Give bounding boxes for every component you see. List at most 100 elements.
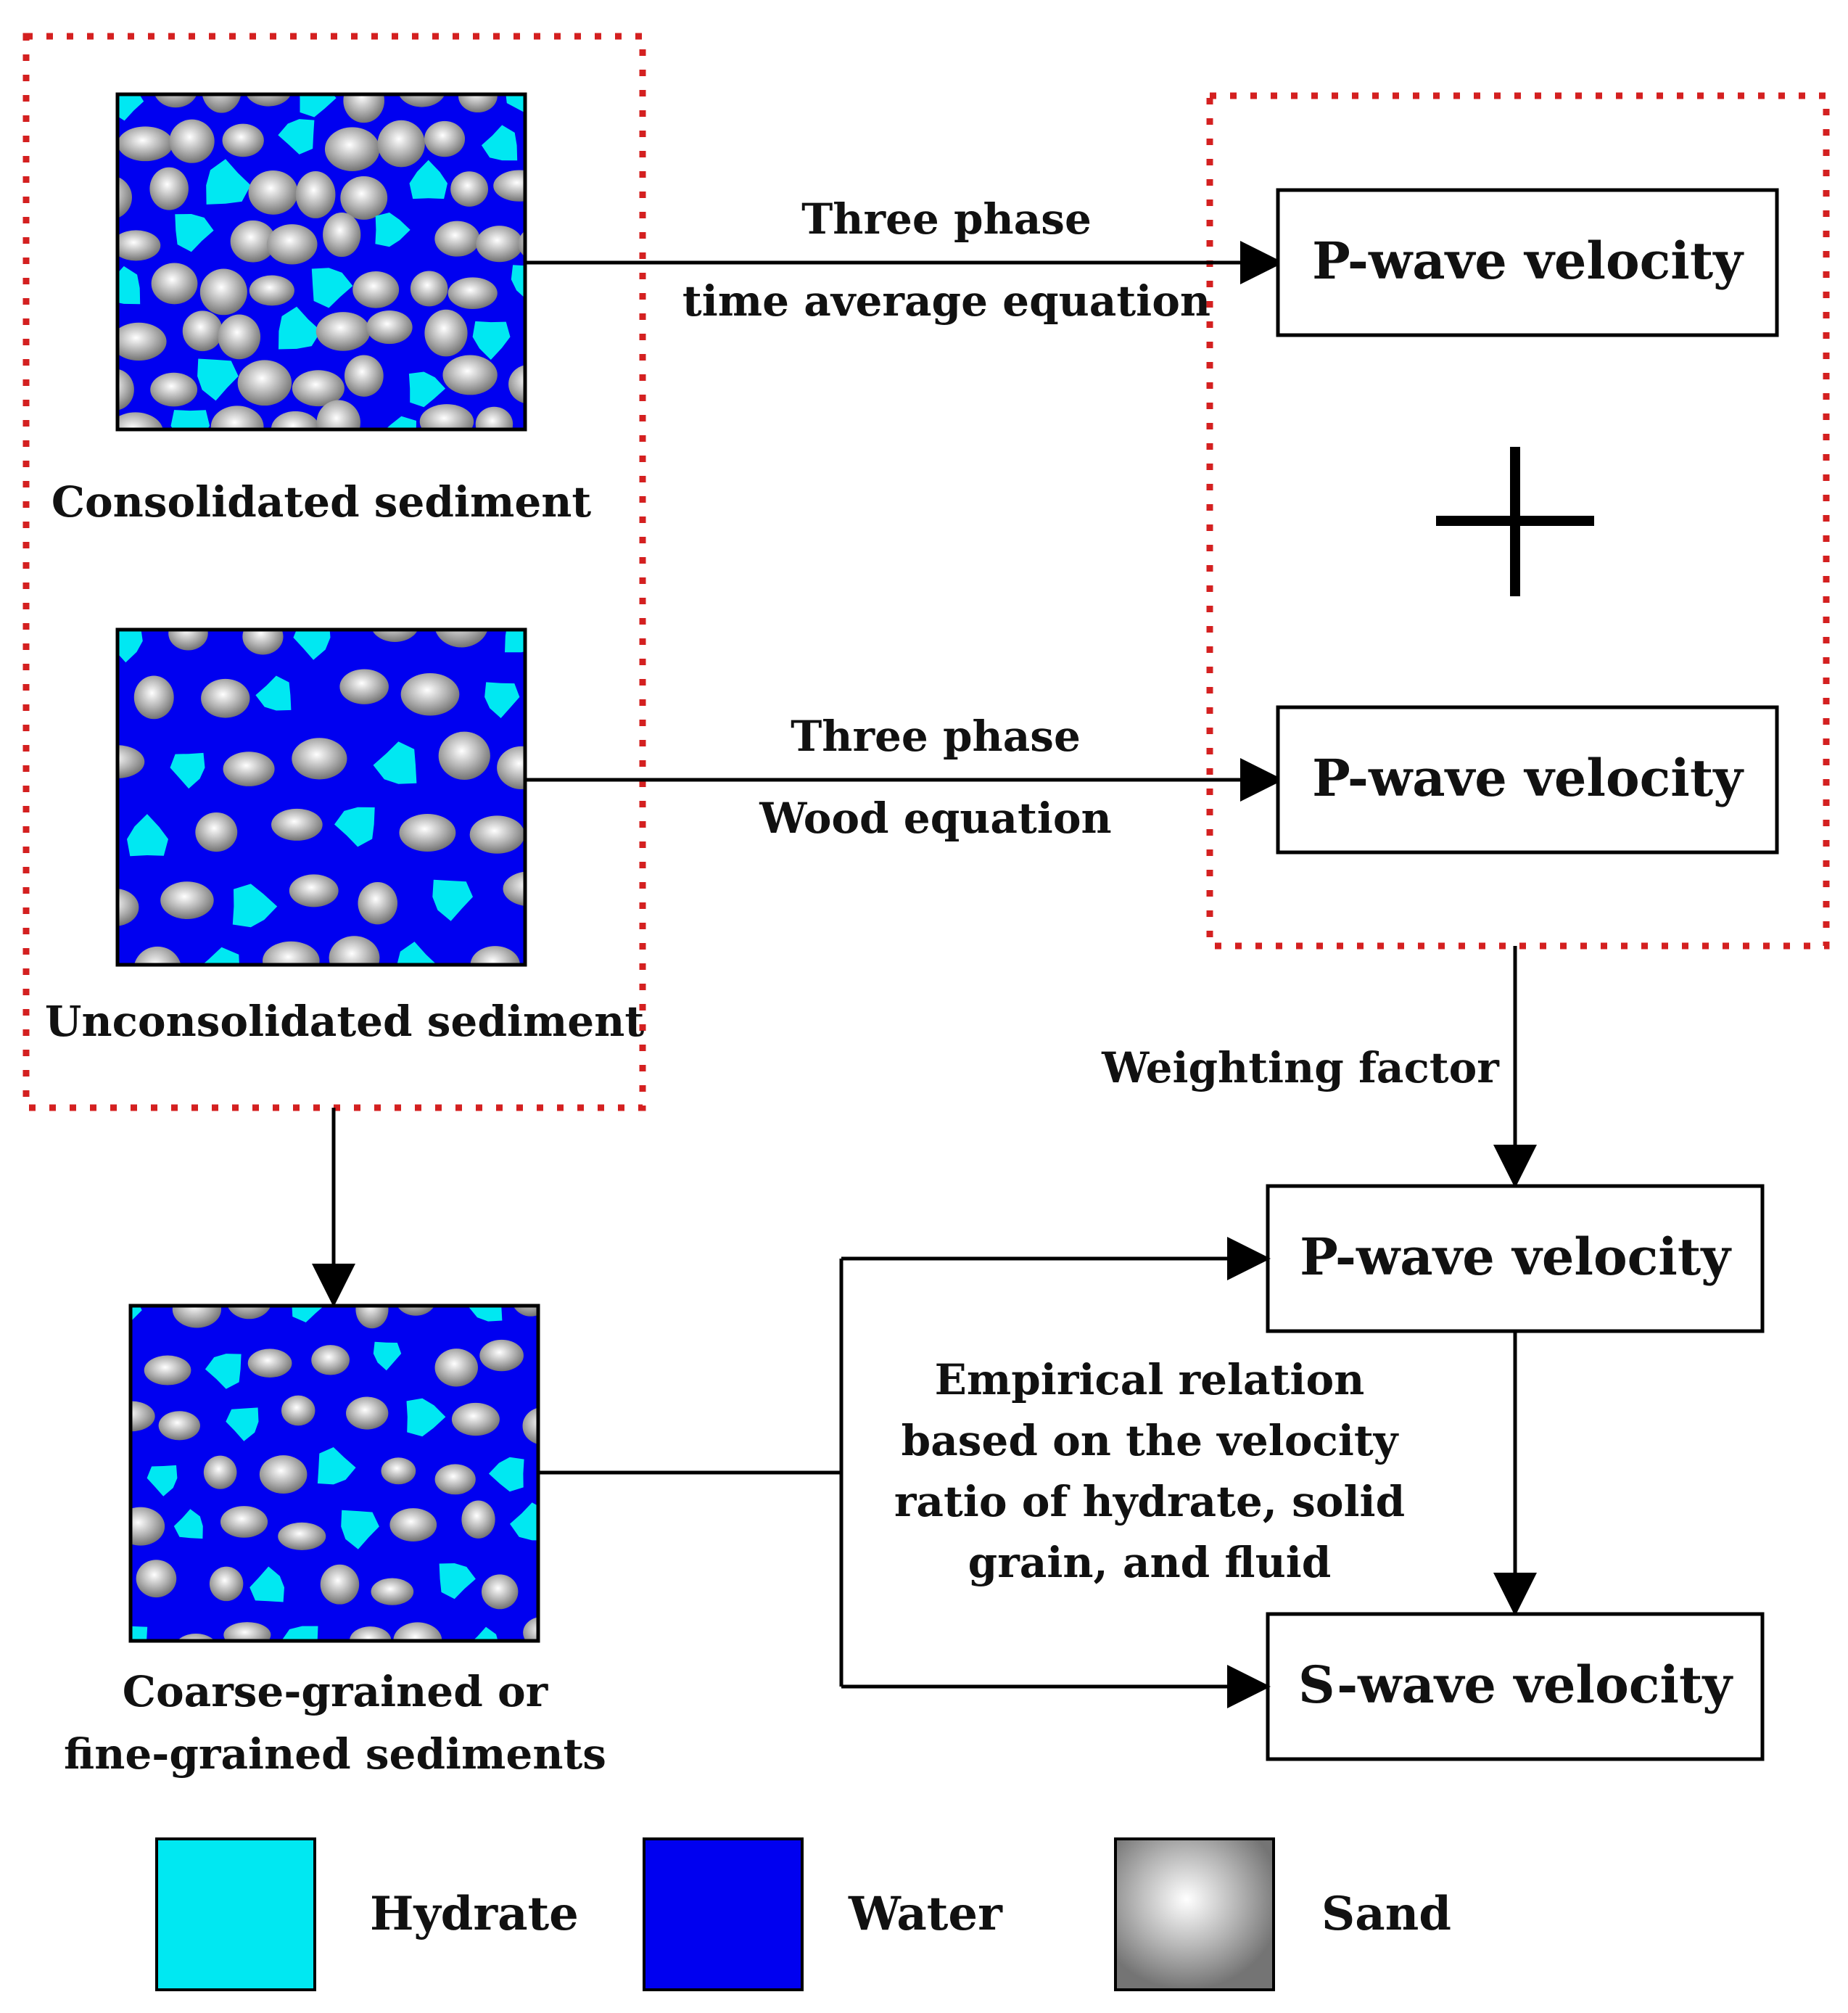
hydrate-grain bbox=[373, 741, 417, 784]
sand-grain bbox=[320, 1564, 360, 1605]
hydrate-grain bbox=[432, 879, 473, 921]
sand-grain bbox=[346, 1396, 389, 1430]
hydrate-grain bbox=[170, 410, 210, 429]
legend-sand-label: Sand bbox=[1321, 1887, 1451, 1941]
sand-grain bbox=[434, 1349, 478, 1387]
unconsolidated-sediment-label: Unconsolidated sediment bbox=[45, 997, 644, 1046]
sand-grain bbox=[493, 170, 525, 202]
sand-grain bbox=[350, 1626, 392, 1641]
plus-operator-icon bbox=[1436, 447, 1594, 596]
hydrate-grain bbox=[472, 1626, 498, 1641]
sand-grain bbox=[469, 815, 525, 854]
sand-grain bbox=[172, 1306, 222, 1328]
sand-grain bbox=[131, 1507, 165, 1546]
sand-grain bbox=[131, 1401, 155, 1432]
sand-grain bbox=[160, 881, 214, 919]
sand-grain bbox=[117, 745, 145, 779]
sand-grain bbox=[398, 94, 445, 107]
sand-grain bbox=[295, 171, 336, 218]
sand-grain bbox=[442, 355, 498, 395]
hydrate-grain bbox=[226, 1407, 259, 1441]
empirical-line-1: Empirical relation bbox=[935, 1355, 1365, 1404]
sand-grain bbox=[202, 94, 242, 113]
sand-grain bbox=[249, 275, 294, 306]
sand-grain bbox=[271, 808, 323, 841]
sand-grain bbox=[343, 94, 385, 123]
sand-grain bbox=[134, 946, 181, 965]
sand-grain bbox=[381, 1457, 416, 1485]
empirical-line-4: grain, and fluid bbox=[968, 1538, 1332, 1587]
hydrate-grain bbox=[202, 947, 239, 965]
hydrate-grain bbox=[375, 213, 411, 247]
sand-grain bbox=[329, 936, 380, 965]
sand-grain bbox=[201, 678, 250, 718]
sand-grain bbox=[117, 412, 163, 429]
hydrate-grain bbox=[439, 1563, 476, 1600]
sand-grain bbox=[535, 120, 582, 157]
hydrate-grain bbox=[279, 306, 321, 350]
hydrate-grain bbox=[147, 1465, 178, 1497]
sand-grain bbox=[223, 1622, 271, 1641]
hydrate-grain bbox=[397, 942, 437, 965]
hydrate-grain bbox=[406, 1398, 446, 1437]
sand-grain bbox=[424, 120, 466, 157]
sand-grain bbox=[292, 370, 345, 407]
sand-grain bbox=[434, 221, 480, 257]
sand-grain bbox=[133, 675, 174, 720]
hydrate-grain bbox=[550, 1351, 579, 1380]
consolidated-sediment-image bbox=[115, 92, 582, 432]
sand-grain bbox=[242, 630, 284, 655]
sand-grain bbox=[450, 171, 489, 207]
sand-grain bbox=[220, 1506, 268, 1538]
hydrate-grain bbox=[175, 214, 214, 252]
empirical-line-3: ratio of hydrate, solid bbox=[894, 1477, 1405, 1526]
hydrate-grain bbox=[341, 1510, 379, 1549]
empirical-line-2: based on the velocity bbox=[902, 1416, 1400, 1465]
hydrate-grain bbox=[131, 1306, 142, 1322]
sand-grain bbox=[424, 309, 468, 357]
pwave-box-wood bbox=[1276, 705, 1779, 855]
sand-grain bbox=[475, 406, 513, 429]
sand-grain bbox=[523, 1617, 538, 1641]
sand-grain bbox=[479, 1339, 524, 1372]
sand-grain bbox=[169, 119, 215, 163]
hydrate-grain bbox=[281, 1626, 318, 1641]
sand-grain bbox=[389, 1508, 437, 1541]
sand-grain bbox=[266, 224, 318, 265]
sand-grain bbox=[151, 263, 198, 305]
pwave-box-time-average bbox=[1276, 188, 1779, 337]
hydrate-grain bbox=[131, 1626, 148, 1641]
pwave-box-combined bbox=[1266, 1184, 1765, 1333]
sand-grain bbox=[528, 678, 577, 718]
hydrate-grain bbox=[511, 265, 525, 299]
sand-grain bbox=[149, 167, 189, 210]
sand-grain bbox=[247, 1349, 292, 1378]
sand-grain bbox=[434, 1464, 476, 1495]
sand-grain bbox=[513, 1306, 538, 1317]
sand-grain bbox=[117, 889, 139, 926]
sand-grain bbox=[117, 176, 132, 218]
hydrate-grain bbox=[117, 265, 141, 305]
hydrate-grain bbox=[472, 321, 511, 360]
sand-grain bbox=[289, 874, 339, 907]
sand-grain bbox=[324, 127, 380, 171]
hydrate-grain bbox=[300, 94, 337, 118]
hydrate-grain bbox=[505, 630, 525, 653]
unconsolidated-sediment-image bbox=[115, 627, 577, 967]
hydrate-grain bbox=[292, 1306, 324, 1322]
sand-grain bbox=[447, 277, 498, 310]
sand-grain bbox=[323, 213, 361, 258]
sand-grain bbox=[366, 310, 413, 345]
bracket-connector bbox=[538, 1259, 843, 1687]
sand-grain bbox=[271, 411, 320, 429]
legend-water-swatch bbox=[643, 1837, 804, 1991]
pwave-box-1-label: P-wave velocity bbox=[1312, 231, 1744, 291]
sand-grain bbox=[458, 94, 498, 113]
sand-grain bbox=[434, 630, 488, 648]
sand-grain bbox=[209, 1566, 244, 1602]
sand-grain bbox=[117, 230, 161, 261]
hydrate-grain bbox=[409, 160, 447, 199]
sand-grain bbox=[355, 1306, 389, 1329]
sand-grain bbox=[522, 425, 525, 429]
